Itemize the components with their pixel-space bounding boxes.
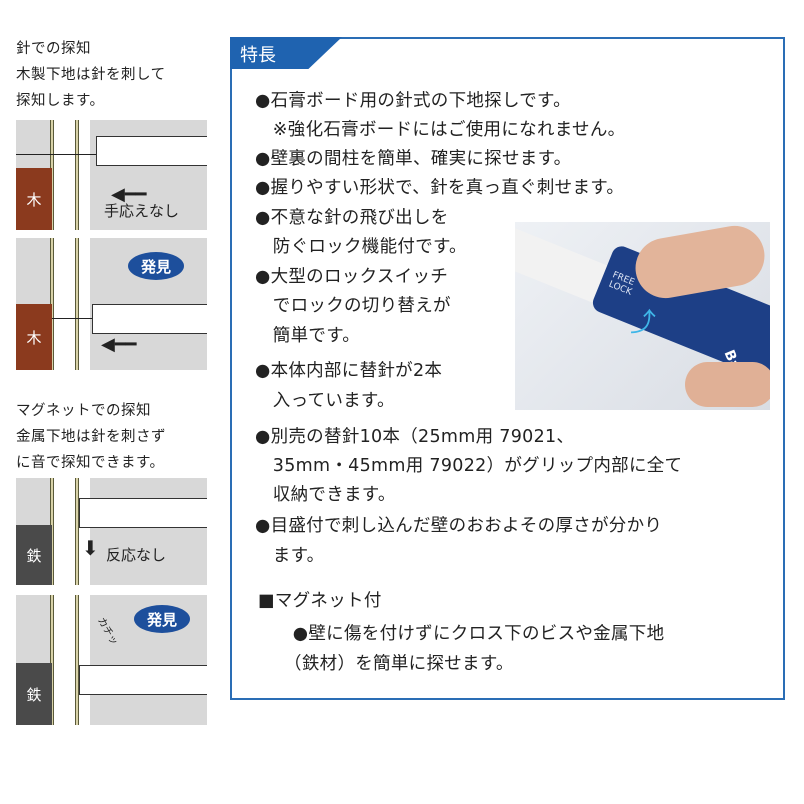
feature-line: ●別売の替針10本（25mm用 79021、 xyxy=(255,427,575,447)
feature-line: 35mm・45mm用 79022）がグリップ内部に全て xyxy=(255,456,683,476)
feature-line: ます。 xyxy=(255,546,325,566)
feature-line: 収納できます。 xyxy=(255,485,396,505)
iron-label: 鉄 xyxy=(16,663,52,725)
iron-label: 鉄 xyxy=(16,525,52,585)
feature-line: （鉄材）を簡単に探せます。 xyxy=(275,654,514,674)
feature-line: ■マグネット付 xyxy=(258,591,382,611)
magnet-desc-1: 金属下地は針を刺さず xyxy=(16,429,166,445)
no-response-caption: 手応えなし xyxy=(104,202,180,220)
feature-line: ●本体内部に替針が2本 xyxy=(255,361,443,381)
detector-tool-illustration xyxy=(79,498,207,528)
feature-line: ●大型のロックスイッチ xyxy=(255,267,449,287)
detector-tool-illustration xyxy=(79,665,207,695)
feature-line: 簡単です。 xyxy=(255,326,361,346)
arrow-left-icon: ◀━━ xyxy=(101,334,137,355)
detector-tool-illustration xyxy=(96,136,207,166)
arrow-down-icon: ⬇ xyxy=(82,536,99,560)
magnet-panel-found: 鉄 発見 カチッ xyxy=(16,595,207,725)
wood-label: 木 xyxy=(16,168,52,230)
feature-line: ※強化石膏ボードにはご使用になれません。 xyxy=(255,120,626,140)
feature-line: ●目盛付で刺し込んだ壁のおおよその厚さが分かり xyxy=(255,516,663,536)
arrow-left-icon: ◀━━ xyxy=(111,184,147,205)
feature-line: ●壁裏の間柱を簡単、確実に探せます。 xyxy=(255,149,572,169)
needle-desc-2: 探知します。 xyxy=(16,93,105,109)
found-badge: 発見 xyxy=(128,252,184,280)
needle-desc-1: 木製下地は針を刺して xyxy=(16,67,166,83)
feature-line: でロックの切り替えが xyxy=(255,296,451,316)
wood-label: 木 xyxy=(16,304,52,370)
feature-line: ●握りやすい形状で、針を真っ直ぐ刺せます。 xyxy=(255,178,625,198)
magnet-panel-no-response: 鉄 ⬇ 反応なし xyxy=(16,478,207,585)
no-response-caption: 反応なし xyxy=(106,546,167,564)
feature-line: ●不意な針の飛び出しを xyxy=(255,208,449,228)
magnet-title: マグネットでの探知 xyxy=(16,403,151,419)
needle-panel-no-response: 木 ◀━━ 手応えなし xyxy=(16,120,207,230)
feature-line: ●石膏ボード用の針式の下地探しです。 xyxy=(255,91,571,111)
found-badge: 発見 xyxy=(134,605,190,633)
rotate-arrow-icon: ⤴ xyxy=(630,308,657,338)
feature-line: 入っています。 xyxy=(255,391,395,411)
click-sound-text: カチッ xyxy=(95,615,120,648)
features-box xyxy=(230,37,785,700)
detector-tool-illustration xyxy=(92,304,207,334)
needle-panel-found: 木 発見 ◀━━ xyxy=(16,238,207,370)
feature-line: ●壁に傷を付けずにクロス下のビスや金属下地 xyxy=(275,624,665,644)
feature-line: 防ぐロック機能付です。 xyxy=(255,237,467,257)
magnet-desc-2: に音で探知できます。 xyxy=(16,455,165,471)
needle-title: 針での探知 xyxy=(16,41,91,57)
